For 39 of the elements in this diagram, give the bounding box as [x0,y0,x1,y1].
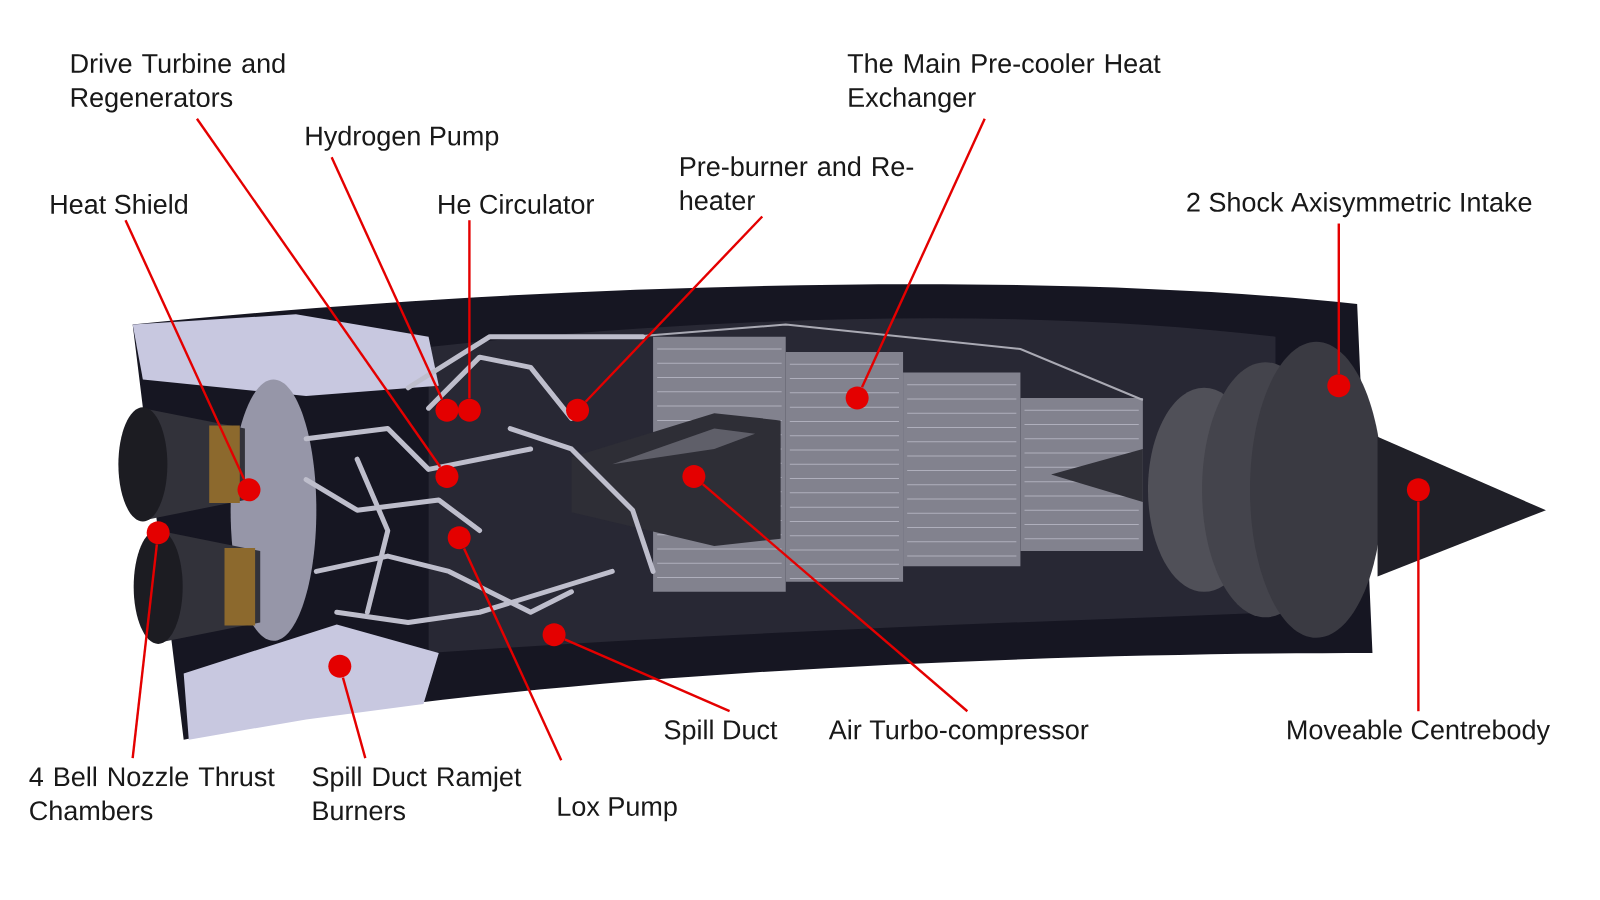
leader-line [564,638,731,713]
marker-dot [447,526,471,550]
leader-line [1417,501,1420,712]
leader-line [860,118,986,388]
marker-dot [237,478,261,502]
leader-line [341,677,367,759]
label-text: Moveable Centrebody [1288,719,1550,745]
leader-line [468,220,471,399]
leader-line [463,547,563,761]
leader-line [195,118,442,468]
marker-dot [542,623,566,647]
leader-line [330,156,444,401]
label-text: Lox Pump [558,797,677,822]
marker-dot [1406,478,1430,502]
marker-dot [435,465,459,489]
label-text: Spill Duct [664,719,778,745]
label-text: Drive Turbine and Regenerators [71,53,285,113]
label-text: Heat Shield [51,194,187,214]
marker-dot [845,386,869,410]
leader-line [702,483,969,713]
label-text: 2 Shock Axisymmetric Intake [1187,192,1532,218]
label-text: Air Turbo-compressor [828,719,1089,745]
marker-dot [146,521,170,545]
label-text: 4 Bell Nozzle Thrust Chambers [29,766,275,821]
leader-line [1337,223,1340,374]
label-text: The Main Pre-cooler Heat Exchanger [847,53,1161,113]
leader-line [124,219,246,480]
label-text: Pre-burner and Re-heater [680,156,914,211]
label-text: He Circulator [439,194,594,214]
marker-dot [682,465,706,489]
marker-dot [1327,374,1351,398]
leader-line [584,215,764,403]
marker-dot [435,398,459,422]
label-text: Spill Duct Ramjet Burners [312,766,522,821]
label-text: Hydrogen Pump [306,125,499,151]
marker-dot [566,398,590,422]
marker-dot [457,398,481,422]
leader-line [131,544,159,759]
marker-dot [328,654,352,678]
